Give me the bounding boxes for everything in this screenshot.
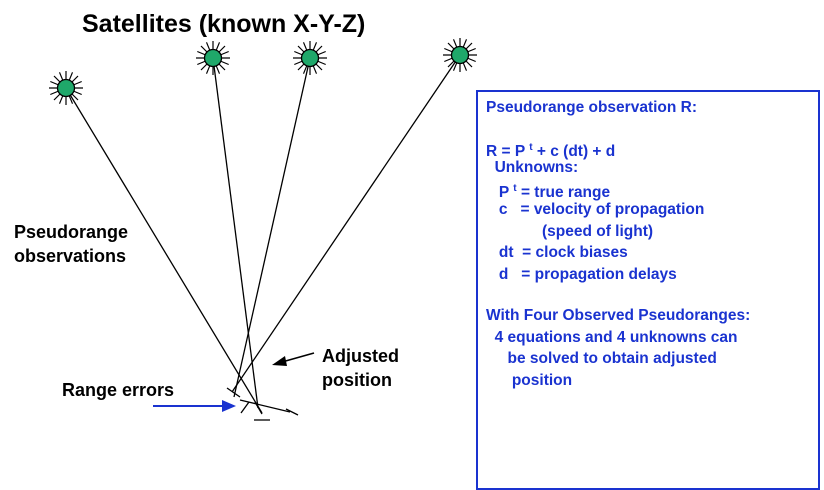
- label-line: position: [322, 370, 392, 390]
- unknown-c-line: c = velocity of propagation: [486, 201, 705, 218]
- equation-line: R = P t + c (dt) + d: [486, 138, 615, 162]
- range-errors-arrow: [153, 400, 236, 412]
- satellite-icon: [195, 40, 231, 76]
- pseudorange-line-1: [65, 87, 263, 414]
- unknown-c-line-2: (speed of light): [486, 223, 654, 240]
- pseudorange-line-4: [231, 54, 461, 393]
- pseudorange-info-box: Pseudorange observation R: R = P t + c (…: [476, 90, 820, 490]
- label-line: Pseudorange: [14, 222, 129, 242]
- equation-part: + c (dt) + d: [532, 143, 616, 160]
- pseudorange-diagram: [48, 37, 478, 421]
- range-error-ticks: [226, 387, 299, 421]
- unknowns-label: Unknowns:: [486, 159, 579, 176]
- four-obs-heading: With Four Observed Pseudoranges:: [486, 307, 751, 324]
- pseudorange-line-2: [212, 57, 259, 409]
- label-line: observations: [14, 246, 127, 266]
- info-heading: Pseudorange observation R:: [486, 99, 698, 116]
- range-errors-label: Range errors: [62, 380, 175, 400]
- pseudorange-observations-label: Pseudorange observations: [14, 220, 128, 268]
- label-line: Adjusted: [322, 346, 400, 366]
- equation-part: R = P: [486, 143, 530, 160]
- adjusted-position-label: Adjusted position: [322, 344, 399, 392]
- unknown-p-line: P t = true range: [486, 179, 610, 203]
- unknown-part: = true range: [516, 184, 611, 201]
- satellite-icon: [292, 40, 328, 76]
- unknown-superscript: t: [513, 183, 517, 194]
- four-obs-line-1: 4 equations and 4 unknowns can: [486, 329, 738, 346]
- diagram-title: Satellites (known X-Y-Z): [82, 10, 366, 38]
- pseudorange-line-3: [233, 57, 311, 398]
- unknown-dt-line: dt = clock biases: [486, 244, 628, 261]
- unknown-d-line: d = propagation delays: [486, 266, 677, 283]
- equation-superscript: t: [529, 142, 533, 153]
- satellite-icon: [442, 37, 478, 73]
- pseudorange-lines: [65, 54, 461, 414]
- adjusted-position-arrow: [272, 352, 315, 366]
- four-obs-line-2: be solved to obtain adjusted: [486, 350, 717, 367]
- satellite-icon: [48, 70, 84, 106]
- unknown-part: P: [486, 184, 514, 201]
- four-obs-line-3: position: [486, 372, 573, 389]
